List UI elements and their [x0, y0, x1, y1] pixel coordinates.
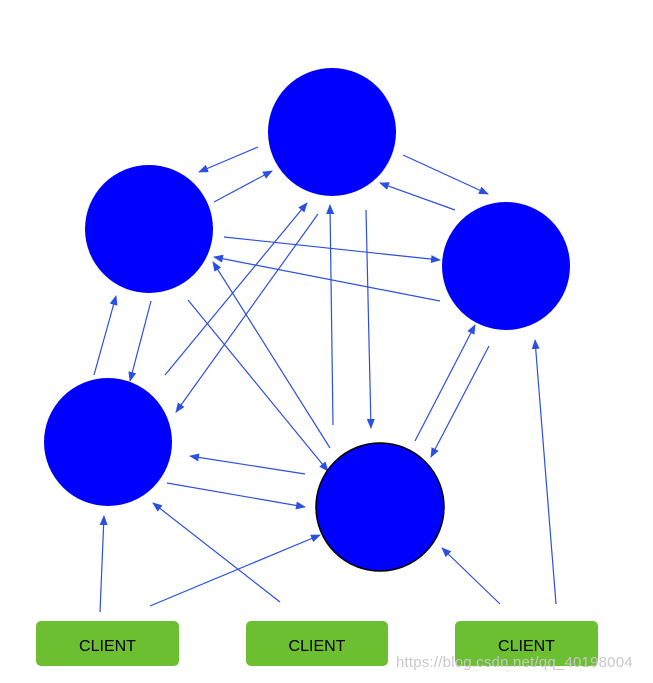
- server-node-bottom-left: [44, 378, 172, 506]
- arrow-client2-to-bottom-left: [152, 502, 281, 603]
- client-box-3-rect: [455, 621, 598, 666]
- server-node-bottom-center: [315, 442, 445, 572]
- arrow-bottom-center-to-left: [212, 261, 331, 449]
- client-box-1: CLIENT: [36, 621, 179, 666]
- arrow-top-to-bottom-center: [365, 209, 375, 429]
- arrow-client3-to-right: [531, 339, 557, 605]
- server-node-top: [268, 68, 396, 196]
- arrow-left-to-bottom-center: [187, 299, 329, 472]
- arrow-top-to-right: [402, 154, 489, 195]
- arrow-client3-to-bottom-center: [441, 547, 501, 605]
- client-box-1-label: CLIENT: [79, 638, 136, 655]
- client-box-3-label: CLIENT: [498, 638, 555, 655]
- arrow-client1-to-bottom-center: [149, 534, 321, 607]
- arrow-right-to-bottom-center: [430, 345, 490, 458]
- arrow-left-to-top: [213, 170, 273, 203]
- client-box-2-label: CLIENT: [289, 638, 346, 655]
- arrow-bottom-left-to-left: [93, 295, 118, 376]
- arrow-bottom-center-to-right: [414, 324, 476, 442]
- arrow-client1-to-bottom-left: [99, 515, 108, 613]
- arrows-group: [93, 146, 557, 613]
- client-box-2: CLIENT: [246, 621, 388, 666]
- arrow-bottom-left-to-bottom-center: [166, 482, 306, 510]
- arrow-left-to-bottom-left: [128, 300, 152, 382]
- arrow-bottom-center-to-top: [326, 204, 335, 426]
- arrow-bottom-left-to-top-a: [164, 202, 308, 376]
- arrow-bottom-center-to-bottom-left: [189, 453, 306, 475]
- arrow-left-to-right: [223, 236, 441, 264]
- client-box-3: CLIENT: [455, 621, 598, 666]
- server-node-left: [85, 165, 213, 293]
- arrow-top-to-left: [198, 146, 259, 173]
- client-box-2-rect: [246, 621, 388, 666]
- arrow-right-to-left: [213, 254, 441, 302]
- watermark-text: https://blog.csdn.net/qq_40198004: [396, 654, 633, 671]
- server-node-right: [442, 202, 570, 330]
- arrow-right-to-top: [379, 182, 456, 211]
- client-box-1-rect: [36, 621, 179, 666]
- arrow-top-to-bottom-left: [175, 213, 319, 413]
